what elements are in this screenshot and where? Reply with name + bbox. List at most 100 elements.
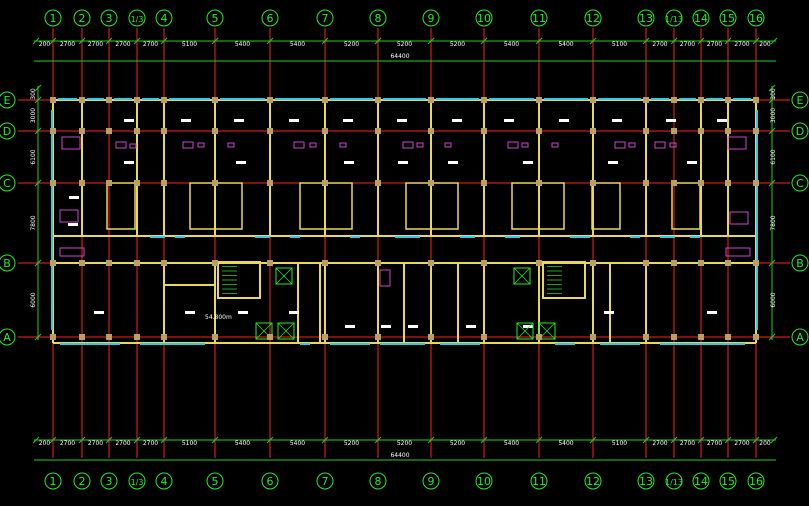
- column: [428, 128, 434, 134]
- column: [79, 97, 85, 103]
- room-label: [408, 325, 418, 328]
- dimension-text-top: 5400: [504, 41, 519, 48]
- column: [725, 180, 731, 186]
- dimension-tick: [49, 436, 57, 444]
- furniture: [379, 269, 391, 287]
- axis-bubble-bottom-11: [530, 472, 548, 490]
- column: [590, 334, 596, 340]
- column: [428, 180, 434, 186]
- axis-bubble-bottom-8: [369, 472, 387, 490]
- column: [50, 180, 56, 186]
- axis-bubble-bottom-8-label: 8: [375, 475, 382, 488]
- axis-bubble-right-C-label: C: [796, 177, 804, 190]
- axis-bubble-bottom-14-label: 14: [694, 475, 708, 488]
- axis-bubble-top-1: [44, 9, 62, 27]
- structural-columns: [50, 97, 759, 340]
- axis-bubble-bottom-11-label: 11: [532, 475, 546, 488]
- dimension-tick: [670, 436, 678, 444]
- dimension-tick: [697, 37, 705, 45]
- dimension-tick: [724, 436, 732, 444]
- column: [671, 334, 677, 340]
- room-label: [717, 119, 727, 122]
- column: [428, 334, 434, 340]
- dimension-tick: [642, 37, 650, 45]
- axis-bubble-bottom-7-label: 7: [322, 475, 329, 488]
- axis-bubble-bottom-15-label: 15: [721, 475, 735, 488]
- furniture: [115, 141, 127, 149]
- dimension-tick: [321, 37, 329, 45]
- room-label: [124, 161, 134, 164]
- axis-bubble-left-D: [0, 122, 16, 140]
- dimension-tick: [768, 259, 776, 267]
- column: [753, 180, 759, 186]
- column: [79, 180, 85, 186]
- axis-bubble-bottom-6-label: 6: [267, 475, 274, 488]
- column: [322, 180, 328, 186]
- axis-bubble-right-B: [791, 254, 809, 272]
- axis-bubble-bottom-3-label: 3: [106, 475, 113, 488]
- axis-bubble-left-A: [0, 328, 16, 346]
- column: [725, 97, 731, 103]
- furniture: [654, 141, 666, 149]
- elevator-shaft-cross: [255, 322, 273, 340]
- column: [698, 334, 704, 340]
- axis-bubble-bottom-5-label: 5: [212, 475, 219, 488]
- dimension-text-top: 200: [759, 41, 771, 48]
- furniture: [339, 142, 347, 148]
- elevator-shaft-cross: [275, 267, 293, 285]
- axis-bubble-top-12-label: 12: [586, 12, 600, 25]
- dimension-tick: [266, 37, 274, 45]
- column: [375, 128, 381, 134]
- room-label: [68, 223, 78, 226]
- dimension-text-top: 5400: [558, 41, 573, 48]
- stair-core-east: [542, 261, 586, 299]
- dimension-tick: [589, 436, 597, 444]
- furniture: [59, 209, 79, 223]
- elevator-shaft: [538, 322, 556, 340]
- column: [322, 128, 328, 134]
- axis-bubble-left-B: [0, 254, 16, 272]
- room-label: [559, 119, 569, 122]
- room-fixtures: [59, 119, 751, 328]
- axis-bubble-bottom-13: [637, 472, 655, 490]
- grid-axis-bubbles: 1122331/31/34455667788991010111112121313…: [0, 9, 809, 490]
- dimension-tick: [133, 37, 141, 45]
- axis-bubble-bottom-3: [100, 472, 118, 490]
- dimension-tick: [78, 436, 86, 444]
- dimension-tick: [160, 436, 168, 444]
- column: [428, 260, 434, 266]
- dimension-text-top: 2700: [88, 41, 103, 48]
- room-label: [687, 161, 697, 164]
- dimension-tick: [321, 436, 329, 444]
- column: [671, 128, 677, 134]
- axis-bubble-top-9-label: 9: [428, 12, 435, 25]
- room-label: [604, 311, 614, 314]
- dimension-tick: [34, 96, 42, 104]
- dimension-tick: [34, 84, 42, 92]
- dimension-text-top: 2700: [143, 41, 158, 48]
- column: [322, 260, 328, 266]
- axis-bubble-top-14-label: 14: [694, 12, 708, 25]
- room-label: [238, 311, 248, 314]
- room-label: [448, 161, 458, 164]
- axis-bubble-top-12: [584, 9, 602, 27]
- overall-dimension-top: 64400: [390, 53, 409, 60]
- dimension-text-bottom: 200: [759, 440, 771, 447]
- dimension-tick: [266, 436, 274, 444]
- column: [375, 260, 381, 266]
- dimension-text-left: 6000: [30, 292, 37, 307]
- dimension-text-left: 300: [30, 88, 37, 100]
- column: [106, 334, 112, 340]
- dimension-tick: [768, 333, 776, 341]
- axis-bubble-bottom-6: [261, 472, 279, 490]
- axis-bubble-bottom-2-label: 2: [79, 475, 86, 488]
- axis-bubble-bottom-16-label: 16: [749, 475, 763, 488]
- column: [536, 260, 542, 266]
- furniture: [197, 142, 205, 148]
- column: [50, 128, 56, 134]
- column: [590, 97, 596, 103]
- grid-axis-lines: [18, 28, 790, 458]
- axis-bubble-bottom-5: [206, 472, 224, 490]
- column: [671, 180, 677, 186]
- furniture: [551, 142, 559, 148]
